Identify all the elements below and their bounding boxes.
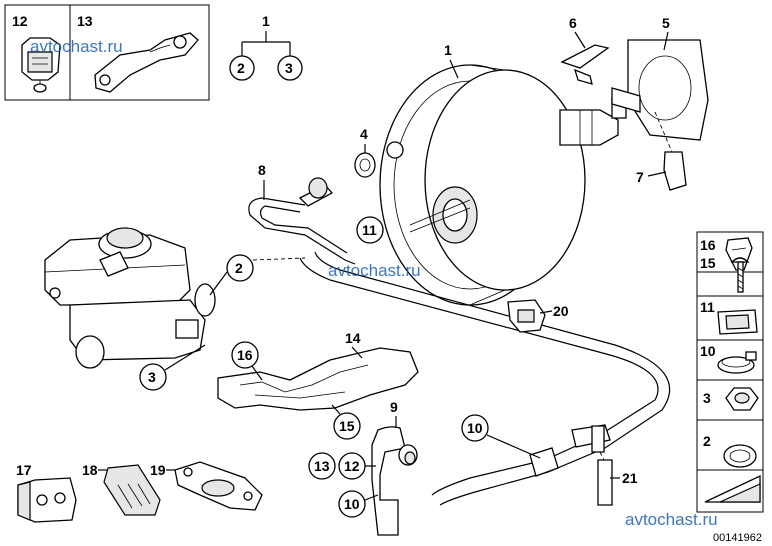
callout-15-mid-circle: [333, 412, 361, 440]
callout-11-mid-circle: [356, 216, 384, 244]
hose-9-part: [371, 426, 418, 536]
clip-7-part: [654, 111, 687, 191]
reference-number: 00141962: [713, 532, 762, 544]
legend-num-15: 15: [700, 255, 716, 271]
callout-3-mid-circle: [139, 363, 167, 391]
heat-shield-14-part: [217, 347, 419, 411]
callout-3-top-circle: [277, 55, 303, 81]
callout-13-box: 13: [77, 13, 93, 29]
vacuum-hose-part: [299, 251, 671, 506]
nut-icon: [725, 387, 759, 411]
callout-7: 7: [636, 169, 644, 185]
callout-11-mid: 11: [362, 222, 377, 238]
callout-12-bot: 12: [344, 458, 360, 474]
gasket-17-part: [17, 477, 77, 523]
callout-10-bot-circle: [338, 490, 366, 518]
callout-16-mid-circle: [231, 341, 259, 369]
callout-17: 17: [16, 462, 32, 478]
callout-5: 5: [662, 15, 670, 31]
vacuum-line-8-part: [248, 177, 356, 265]
grommet-icon: [717, 309, 758, 335]
callout-1-top: 1: [262, 13, 270, 29]
callout-14: 14: [345, 330, 361, 346]
watermark-mid: avtochast.ru: [328, 261, 421, 280]
legend-num-3: 3: [703, 390, 711, 406]
legend-num-2: 2: [703, 433, 711, 449]
callout-13-bot-circle: [308, 452, 336, 480]
bracket-13-part: [94, 32, 199, 93]
hose-clamp-icon: [717, 351, 757, 374]
inset-box-12-13: [4, 4, 210, 101]
pin-6-part: [560, 44, 610, 85]
callout-10-mid: 10: [467, 420, 483, 436]
gasket-5-part: [611, 39, 709, 141]
callout-2-mid-circle: [226, 254, 254, 282]
callout-3-mid: 3: [148, 369, 156, 385]
watermark-bottom: avtochast.ru: [625, 510, 718, 529]
callout-8: 8: [258, 162, 266, 178]
callout-9: 9: [390, 399, 398, 415]
screw-icon: [730, 257, 750, 293]
callout-16-mid: 16: [237, 347, 253, 363]
pad-18-part: [103, 464, 161, 516]
callout-2-mid: 2: [235, 260, 243, 276]
callout-2-top: 2: [237, 60, 245, 76]
callout-6: 6: [569, 15, 577, 31]
callout-3-top: 3: [285, 60, 293, 76]
clip-20-part: [507, 299, 546, 333]
arrow-wedge-icon: [704, 474, 761, 503]
legend-num-16: 16: [700, 237, 716, 253]
watermark-top: avtochast.ru: [30, 37, 123, 56]
brake-booster-part: [379, 64, 627, 306]
legend-num-10: 10: [700, 343, 716, 359]
callout-15-mid: 15: [339, 418, 355, 434]
grommet-4-part: [354, 152, 376, 178]
clip-12-part: [21, 37, 61, 93]
callout-1-booster: 1: [444, 42, 452, 58]
callout-18: 18: [82, 462, 98, 478]
callout-21: 21: [622, 470, 638, 486]
sealing-ring-icon: [723, 444, 757, 468]
callout-12-box: 12: [12, 13, 28, 29]
callout-2-top-circle: [229, 55, 255, 81]
callout-19: 19: [150, 462, 166, 478]
legend-num-11: 11: [700, 299, 715, 315]
plate-19-part: [174, 461, 263, 511]
callout-10-bot: 10: [344, 496, 360, 512]
callout-13-bot: 13: [314, 458, 330, 474]
callout-10-mid-circle: [461, 414, 489, 442]
master-cylinder-part: [44, 227, 216, 369]
callout-20: 20: [553, 303, 569, 319]
callout-4: 4: [360, 126, 368, 142]
legend-column: 16 15 11 10 3 2: [696, 231, 764, 513]
